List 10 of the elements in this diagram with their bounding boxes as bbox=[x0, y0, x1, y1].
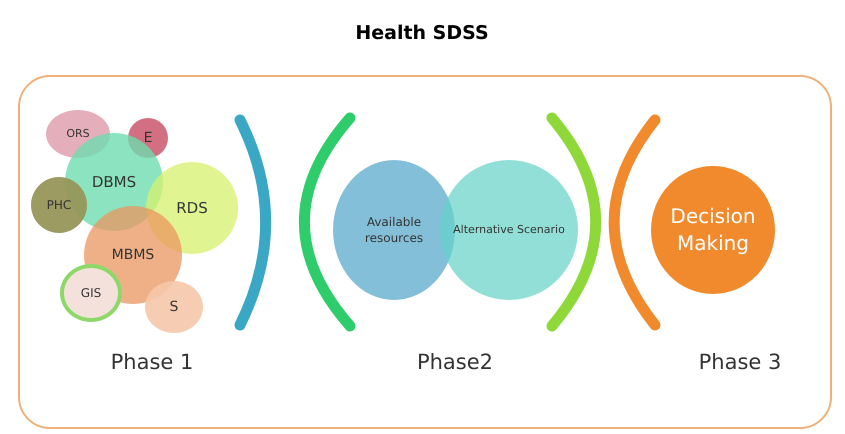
title: Health SDSS bbox=[355, 22, 489, 44]
circle: S bbox=[145, 281, 203, 333]
circle: PHC bbox=[31, 177, 87, 233]
circle: Alternative Scenario bbox=[440, 160, 578, 300]
container-box bbox=[18, 75, 832, 429]
phase-label: Phase 1 bbox=[110, 350, 194, 374]
circle: GIS bbox=[60, 264, 122, 322]
phase-label: Phase2 bbox=[416, 350, 494, 374]
phase-label: Phase 3 bbox=[698, 350, 782, 374]
circle: Decision Making bbox=[651, 166, 775, 294]
